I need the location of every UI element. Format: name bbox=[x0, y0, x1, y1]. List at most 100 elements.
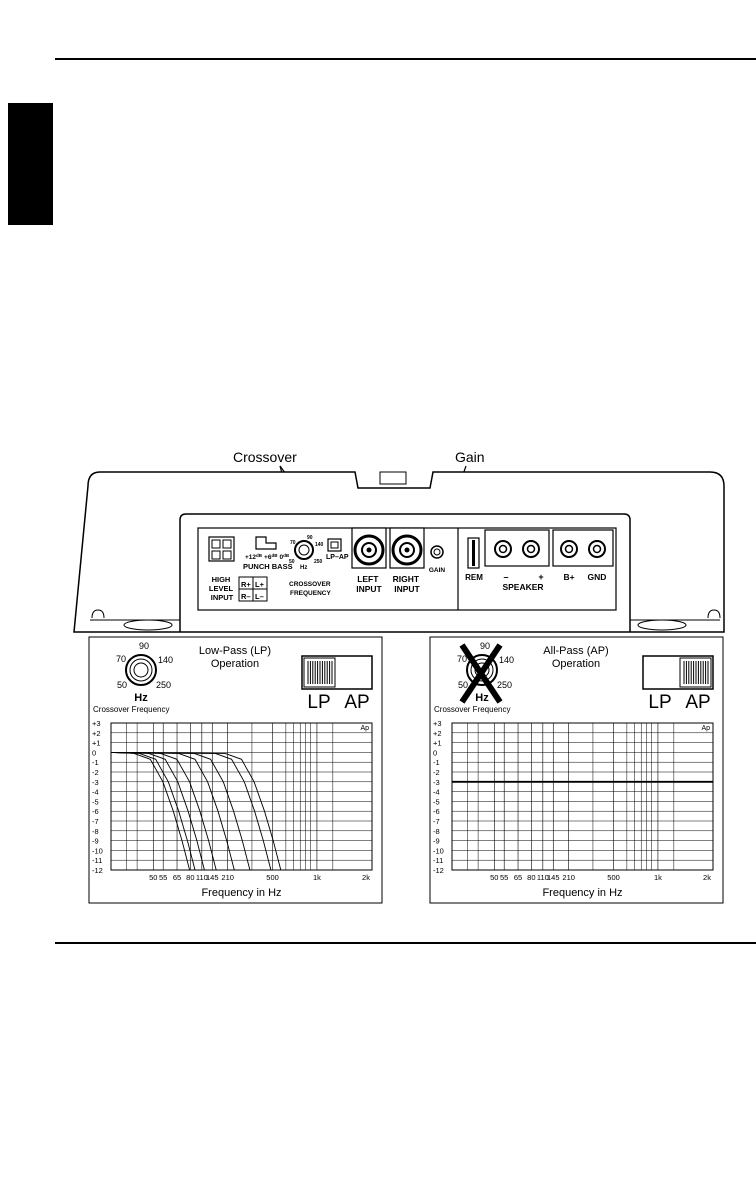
left-input-label: LEFT INPUT bbox=[356, 574, 382, 594]
y-tick-label: -1 bbox=[433, 758, 440, 767]
x-tick-label: 55 bbox=[159, 873, 167, 882]
y-tick-label: -12 bbox=[92, 866, 103, 875]
top-rule bbox=[55, 58, 756, 60]
knob-scale-label: 250 bbox=[156, 680, 171, 690]
knob-caption: Crossover Frequency bbox=[434, 705, 510, 714]
y-tick-label: -2 bbox=[92, 768, 99, 777]
x-tick-label: 65 bbox=[514, 873, 522, 882]
response-curve bbox=[110, 751, 282, 871]
y-tick-label: +3 bbox=[433, 719, 442, 728]
high-level-input-label: HIGH LEVEL INPUT bbox=[209, 575, 235, 602]
ap-label: Ap bbox=[701, 725, 710, 732]
connector-pin bbox=[222, 539, 232, 549]
foot bbox=[637, 619, 687, 631]
y-tick-label: +2 bbox=[92, 729, 101, 738]
ap-label: Ap bbox=[360, 725, 369, 732]
y-tick-label: +1 bbox=[433, 739, 442, 748]
switch-lp-label: LP bbox=[648, 692, 671, 713]
panel-title: Low-Pass (LP) bbox=[199, 645, 271, 657]
x-axis-label: Frequency in Hz bbox=[542, 887, 622, 899]
rem-label: REM bbox=[465, 573, 483, 582]
amp-knob-label-140: 140 bbox=[315, 542, 324, 548]
mount-hole bbox=[707, 609, 721, 619]
speaker-plus-terminal-screw bbox=[526, 544, 536, 554]
bottom-rule bbox=[55, 942, 756, 944]
y-tick-label: -2 bbox=[433, 768, 440, 777]
switch-ap-label: AP bbox=[344, 692, 369, 713]
knob-unit-label: Hz bbox=[134, 692, 148, 704]
amp-panel-frame bbox=[179, 513, 631, 632]
knob-scale-label: 140 bbox=[158, 655, 173, 665]
y-tick-label: -11 bbox=[92, 856, 102, 865]
x-tick-label: 210 bbox=[221, 873, 234, 882]
speaker-plus-label: + bbox=[538, 572, 543, 582]
right-input-label: RIGHT INPUT bbox=[393, 574, 422, 594]
amp-knob-label-250: 250 bbox=[314, 559, 323, 565]
terminal-r-minus: R– bbox=[241, 592, 251, 601]
section-tab bbox=[8, 103, 53, 225]
x-tick-label: 1k bbox=[654, 873, 662, 882]
crossover-knob-center bbox=[133, 662, 149, 678]
panel-title: All-Pass (AP) bbox=[543, 645, 608, 657]
amp-knob-label-70: 70 bbox=[290, 540, 296, 546]
x-tick-label: 110 bbox=[196, 873, 208, 882]
knob-scale-label: 50 bbox=[458, 680, 468, 690]
knob-scale-label: 70 bbox=[457, 654, 467, 664]
y-tick-label: +1 bbox=[92, 739, 101, 748]
x-tick-label: 145 bbox=[206, 873, 219, 882]
y-tick-label: -9 bbox=[433, 837, 440, 846]
y-tick-label: -1 bbox=[92, 758, 99, 767]
terminal-l-minus: L– bbox=[255, 592, 264, 601]
gain-callout-label: Gain bbox=[455, 449, 485, 465]
x-axis-label: Frequency in Hz bbox=[201, 887, 281, 899]
y-tick-label: +3 bbox=[92, 719, 101, 728]
crossover-callout-label: Crossover bbox=[233, 449, 297, 465]
crossover-knob-ring bbox=[470, 658, 494, 682]
left-input-jack-pin bbox=[366, 547, 372, 553]
terminal-r-plus: R+ bbox=[241, 580, 251, 589]
x-tick-label: 2k bbox=[362, 873, 370, 882]
y-tick-label: -7 bbox=[433, 817, 440, 826]
amp-lp-ap-label: LP–AP bbox=[326, 554, 349, 561]
x-tick-label: 1k bbox=[313, 873, 321, 882]
panel-subtitle: Operation bbox=[552, 658, 600, 670]
y-tick-label: -11 bbox=[433, 856, 443, 865]
amp-knob-unit: Hz bbox=[300, 565, 307, 571]
disabled-x-mark bbox=[459, 643, 503, 704]
y-tick-label: -8 bbox=[92, 827, 99, 836]
crossover-frequency-label: CROSSOVER FREQUENCY bbox=[289, 581, 332, 597]
housing-top-notch bbox=[379, 471, 407, 485]
x-tick-label: 110 bbox=[537, 873, 549, 882]
y-tick-label: 0 bbox=[433, 748, 437, 757]
punch-bass-switch[interactable] bbox=[255, 536, 277, 550]
x-tick-label: 65 bbox=[173, 873, 181, 882]
y-tick-label: -10 bbox=[92, 846, 103, 855]
x-tick-label: 2k bbox=[703, 873, 711, 882]
y-tick-label: -6 bbox=[433, 807, 440, 816]
knob-scale-label: 90 bbox=[480, 641, 490, 651]
x-tick-label: 210 bbox=[562, 873, 575, 882]
knob-scale-label: 140 bbox=[499, 655, 514, 665]
amp-knob-label-90: 90 bbox=[307, 535, 313, 541]
x-tick-label: 500 bbox=[607, 873, 620, 882]
knob-scale-label: 50 bbox=[117, 680, 127, 690]
y-tick-label: -5 bbox=[92, 797, 99, 806]
knob-scale-label: 70 bbox=[116, 654, 126, 664]
panel-subtitle: Operation bbox=[211, 658, 259, 670]
knob-unit-label: Hz bbox=[475, 692, 489, 704]
switch-lp-label: LP bbox=[307, 692, 330, 713]
crossover-knob-ring bbox=[129, 658, 153, 682]
y-tick-label: 0 bbox=[92, 748, 96, 757]
gnd-terminal-screw bbox=[592, 544, 602, 554]
speaker-minus-label: – bbox=[503, 572, 508, 582]
foot bbox=[123, 619, 173, 631]
knob-scale-label: 250 bbox=[497, 680, 512, 690]
x-tick-label: 80 bbox=[527, 873, 535, 882]
y-tick-label: -12 bbox=[433, 866, 444, 875]
y-tick-label: -6 bbox=[92, 807, 99, 816]
y-tick-label: -3 bbox=[433, 778, 440, 787]
terminal-l-plus: L+ bbox=[255, 580, 265, 589]
